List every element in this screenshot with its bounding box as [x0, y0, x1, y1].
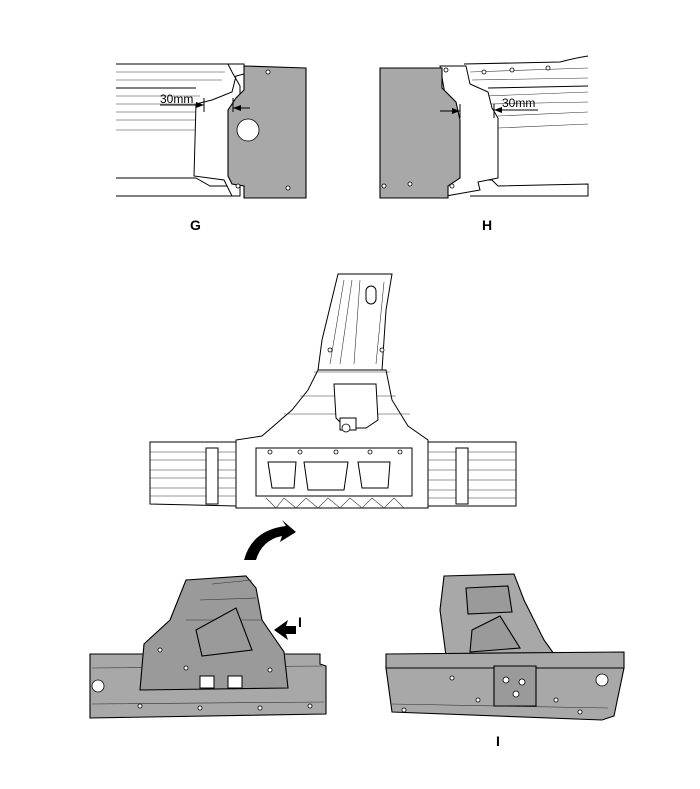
label-i-bottom: I: [496, 733, 500, 749]
dimension-label-h: 30mm: [502, 96, 535, 110]
bottom-left-part: [89, 575, 327, 719]
direction-arrow-icon: [274, 620, 296, 640]
pillar-assembly: [149, 273, 517, 509]
detail-h: 30mm: [379, 55, 589, 199]
label-i-arrow: I: [298, 614, 302, 630]
label-h: H: [482, 217, 492, 233]
curved-arrow-icon: [244, 520, 296, 560]
bottom-right-part: [385, 573, 625, 721]
new-panel-g: [227, 65, 307, 199]
new-panel-h: [379, 67, 461, 199]
dimension-label-g: 30mm: [160, 92, 193, 106]
detail-g: 30mm: [116, 63, 307, 199]
label-g: G: [190, 217, 201, 233]
sill-patch: [493, 665, 537, 707]
